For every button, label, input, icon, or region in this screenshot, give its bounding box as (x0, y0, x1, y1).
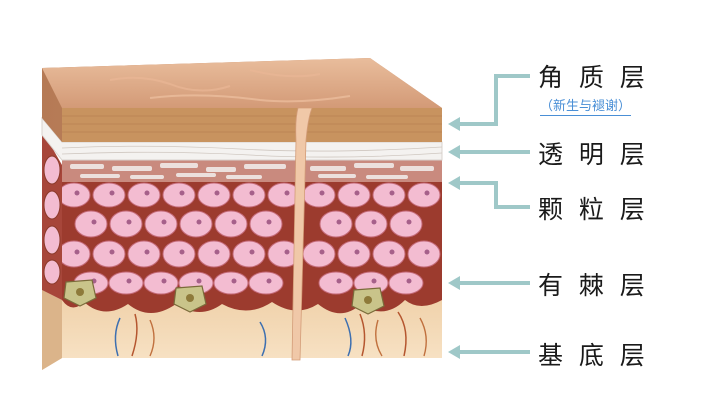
spinosum-cell (249, 210, 283, 238)
spinosum-cell (232, 240, 266, 268)
spinosum-cell (354, 210, 388, 238)
cell-nucleus (424, 249, 430, 255)
cell-nucleus (406, 219, 412, 225)
spinosum-cell (248, 271, 284, 295)
cell-nucleus (249, 190, 255, 196)
cell-nucleus (214, 190, 220, 196)
spinosum-cell (127, 240, 161, 268)
spinosum-cell (214, 210, 248, 238)
corneum-block (42, 58, 442, 142)
cell-nucleus (74, 249, 80, 255)
cell-nucleus (109, 249, 115, 255)
cell-nucleus (364, 296, 372, 304)
cell-nucleus (371, 219, 377, 225)
cell-nucleus (144, 190, 150, 196)
cell-nucleus (389, 249, 395, 255)
cell-nucleus (371, 278, 377, 284)
spinosum-cell (302, 182, 336, 208)
cell-nucleus (161, 278, 167, 284)
hair-shaft (291, 107, 313, 361)
label-granulosum: 颗 粒 层 (538, 195, 645, 224)
spinosum-cell (197, 240, 231, 268)
cell-nucleus (231, 219, 237, 225)
spinosum-cell (143, 271, 179, 295)
spinosum-cell (62, 182, 91, 208)
cell-nucleus (284, 249, 290, 255)
spinosum-cell (127, 182, 161, 208)
spinosum-cell (179, 210, 213, 238)
cell-nucleus (109, 190, 115, 196)
label-corneum-sub: （新生与褪谢） (540, 95, 632, 116)
spinosum-cell (318, 271, 354, 295)
spinosum-cell (74, 210, 108, 238)
cell-nucleus (319, 249, 325, 255)
cell-nucleus (179, 190, 185, 196)
cell-nucleus (266, 278, 272, 284)
cell-nucleus (196, 219, 202, 225)
spinosum-cell (144, 210, 178, 238)
spinosum-cell (389, 210, 423, 238)
spinosum-cell (197, 182, 231, 208)
spinosum-cell (407, 240, 441, 268)
spinosum-cell (337, 182, 371, 208)
spinosum-cell (407, 182, 441, 208)
cell-nucleus (336, 278, 342, 284)
spinosum-cell (62, 240, 91, 268)
label-lucidum: 透 明 层 (538, 140, 645, 169)
cell-nucleus (126, 219, 132, 225)
cell-nucleus (231, 278, 237, 284)
cell-nucleus (354, 249, 360, 255)
spinosum-cell (388, 271, 424, 295)
cell-nucleus (91, 219, 97, 225)
label-basale: 基 底 层 (538, 341, 645, 370)
cell-nucleus (249, 249, 255, 255)
cell-nucleus (406, 278, 412, 284)
pointer-arrows (456, 74, 530, 354)
cell-nucleus (74, 190, 80, 196)
spinosum-cell (372, 182, 406, 208)
cell-nucleus (144, 249, 150, 255)
label-spinosum: 有 棘 层 (538, 271, 645, 300)
cell-nucleus (354, 190, 360, 196)
spinosum-cell (162, 240, 196, 268)
granulosum-band (62, 160, 442, 182)
cell-nucleus (196, 278, 202, 284)
spinosum-cell (302, 240, 336, 268)
spinosum-cell (162, 182, 196, 208)
spinosum-cell (108, 271, 144, 295)
spinosum-cell (92, 240, 126, 268)
spinosum-cell (319, 210, 353, 238)
cell-nucleus (179, 249, 185, 255)
cell-nucleus (266, 219, 272, 225)
cell-nucleus (319, 190, 325, 196)
cell-nucleus (336, 219, 342, 225)
cell-nucleus (186, 294, 194, 302)
cell-nucleus (161, 219, 167, 225)
cell-nucleus (76, 288, 84, 296)
cell-nucleus (126, 278, 132, 284)
spinosum-cell (372, 240, 406, 268)
cell-nucleus (284, 190, 290, 196)
cell-nucleus (389, 190, 395, 196)
cell-nucleus (214, 249, 220, 255)
spinosum-cell (109, 210, 143, 238)
spinosum-cell (92, 182, 126, 208)
spinosum-block (42, 130, 442, 315)
spinosum-cell (337, 240, 371, 268)
label-corneum: 角 质 层 (538, 63, 645, 92)
spinosum-cell (232, 182, 266, 208)
cell-nucleus (424, 190, 430, 196)
spinosum-cell (213, 271, 249, 295)
